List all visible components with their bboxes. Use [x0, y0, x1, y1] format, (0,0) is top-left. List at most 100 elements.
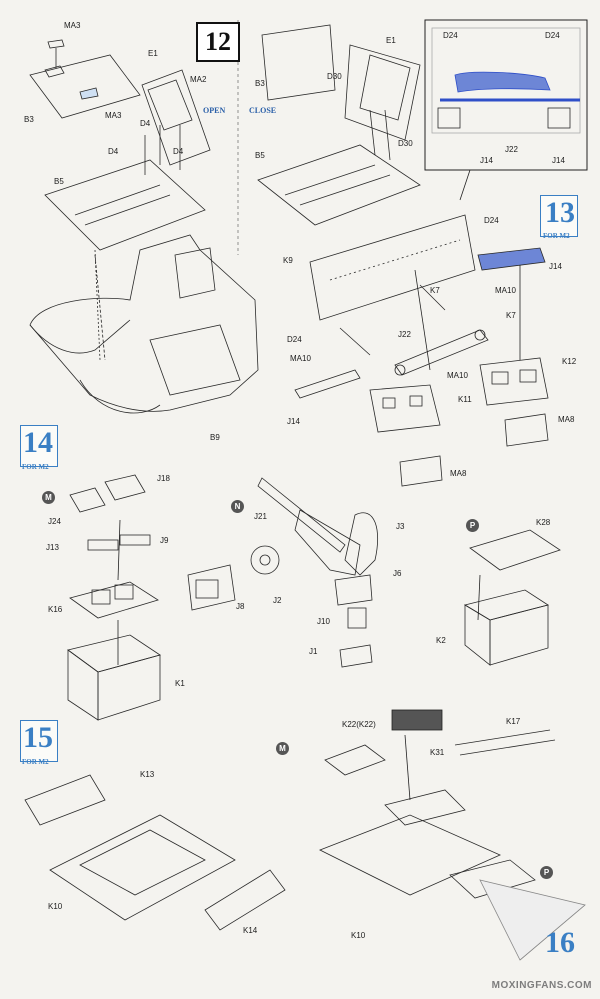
paper-plane-logo	[479, 879, 586, 961]
k2-box	[463, 589, 549, 666]
part-label: MA2	[190, 75, 207, 84]
part-label: D30	[398, 139, 413, 148]
part-label: D24	[484, 216, 499, 225]
part-label: J2	[273, 596, 282, 605]
part-label: K16	[48, 605, 63, 614]
k12-box	[479, 357, 549, 406]
part-label: B9	[210, 433, 220, 442]
step-16-number: 16	[545, 926, 575, 959]
b3-panel-left	[29, 39, 141, 119]
part-label: J10	[317, 617, 330, 626]
b3-panel-right	[261, 24, 421, 141]
part-label: D4	[140, 119, 151, 128]
part-label: B3	[24, 115, 34, 124]
k10-floor-right	[319, 729, 556, 899]
step-14-number: 14	[23, 426, 53, 459]
step-12-number: 12	[196, 22, 240, 62]
part-label: MA10	[290, 354, 311, 363]
part-label: J14	[552, 156, 565, 165]
part-label: K2	[436, 636, 446, 645]
detail-callout	[424, 19, 588, 201]
part-label: K13	[140, 770, 155, 779]
part-label: MA8	[558, 415, 575, 424]
k9-panel	[309, 214, 546, 321]
part-label: B5	[54, 177, 64, 186]
step-15-number: 15	[23, 721, 53, 754]
part-label: J1	[309, 647, 318, 656]
close-label: CLOSE	[249, 106, 277, 115]
part-label: E1	[148, 49, 158, 58]
part-label: K31	[430, 748, 445, 757]
k22-plate	[391, 709, 443, 731]
e1-hatch-left	[141, 69, 211, 166]
part-label: B3	[255, 79, 265, 88]
j21-m2-gun	[250, 477, 361, 576]
part-label: MA10	[447, 371, 468, 380]
part-label: J24	[48, 517, 61, 526]
part-label: D24	[287, 335, 302, 344]
part-label: K17	[506, 717, 521, 726]
open-label: OPEN	[203, 106, 226, 115]
k11-box	[369, 384, 441, 433]
part-label: K1	[175, 679, 185, 688]
step-13-number: 13	[545, 196, 575, 229]
part-label: MA10	[495, 286, 516, 295]
part-label: K7	[506, 311, 516, 320]
ma8-plates	[399, 413, 549, 487]
part-label: D4	[173, 147, 184, 156]
part-label: J22	[505, 145, 518, 154]
part-label: MA3	[64, 21, 81, 30]
step-15-sub: FOR M2	[22, 758, 49, 766]
part-label: J13	[46, 543, 59, 552]
step-13-box	[540, 195, 578, 237]
part-label: K22(K22)	[342, 720, 376, 729]
part-label: K10	[351, 931, 366, 940]
k28-panel	[469, 529, 561, 571]
j22-gun-mount-right	[394, 329, 489, 376]
variant-marker-n: N	[231, 500, 244, 513]
k16-panel	[69, 581, 159, 619]
b5-panel-right	[257, 109, 421, 226]
part-label: B5	[255, 151, 265, 160]
part-label: J8	[236, 602, 245, 611]
part-label: J22	[398, 330, 411, 339]
part-label: D4	[108, 147, 119, 156]
part-label: D30	[327, 72, 342, 81]
part-label: J3	[396, 522, 405, 531]
part-label: J14	[287, 417, 300, 426]
variant-marker-m-2: M	[276, 742, 289, 755]
part-label: J14	[480, 156, 493, 165]
k1-box	[67, 634, 161, 721]
step-14-sub: FOR M2	[22, 463, 49, 471]
part-label: K7	[430, 286, 440, 295]
part-label: K12	[562, 357, 577, 366]
b9-hull	[29, 234, 259, 414]
part-label: K10	[48, 902, 63, 911]
j18-j24-boxes	[69, 474, 151, 551]
j3-mount	[344, 512, 379, 576]
part-label: K9	[283, 256, 293, 265]
watermark: MOXINGFANS.COM	[491, 980, 592, 991]
part-label: D24	[545, 31, 560, 40]
part-label: J21	[254, 512, 267, 521]
part-label: K28	[536, 518, 551, 527]
part-label: MA3	[105, 111, 122, 120]
j1-j10-j6	[334, 574, 373, 668]
part-label: D24	[443, 31, 458, 40]
j14-parts	[294, 284, 446, 399]
variant-marker-p: P	[466, 519, 479, 532]
part-label: J9	[160, 536, 169, 545]
step-14-box	[20, 425, 58, 467]
part-label: J6	[393, 569, 402, 578]
variant-marker-p-2: P	[540, 866, 553, 879]
step-13-sub: FOR M2	[543, 232, 570, 240]
part-label: K11	[458, 395, 472, 404]
part-label: J14	[549, 262, 562, 271]
part-label: E1	[386, 36, 396, 45]
part-label: K14	[243, 926, 258, 935]
part-label: J18	[157, 474, 170, 483]
variant-marker-m: M	[42, 491, 55, 504]
b5-panel-left	[44, 125, 206, 251]
